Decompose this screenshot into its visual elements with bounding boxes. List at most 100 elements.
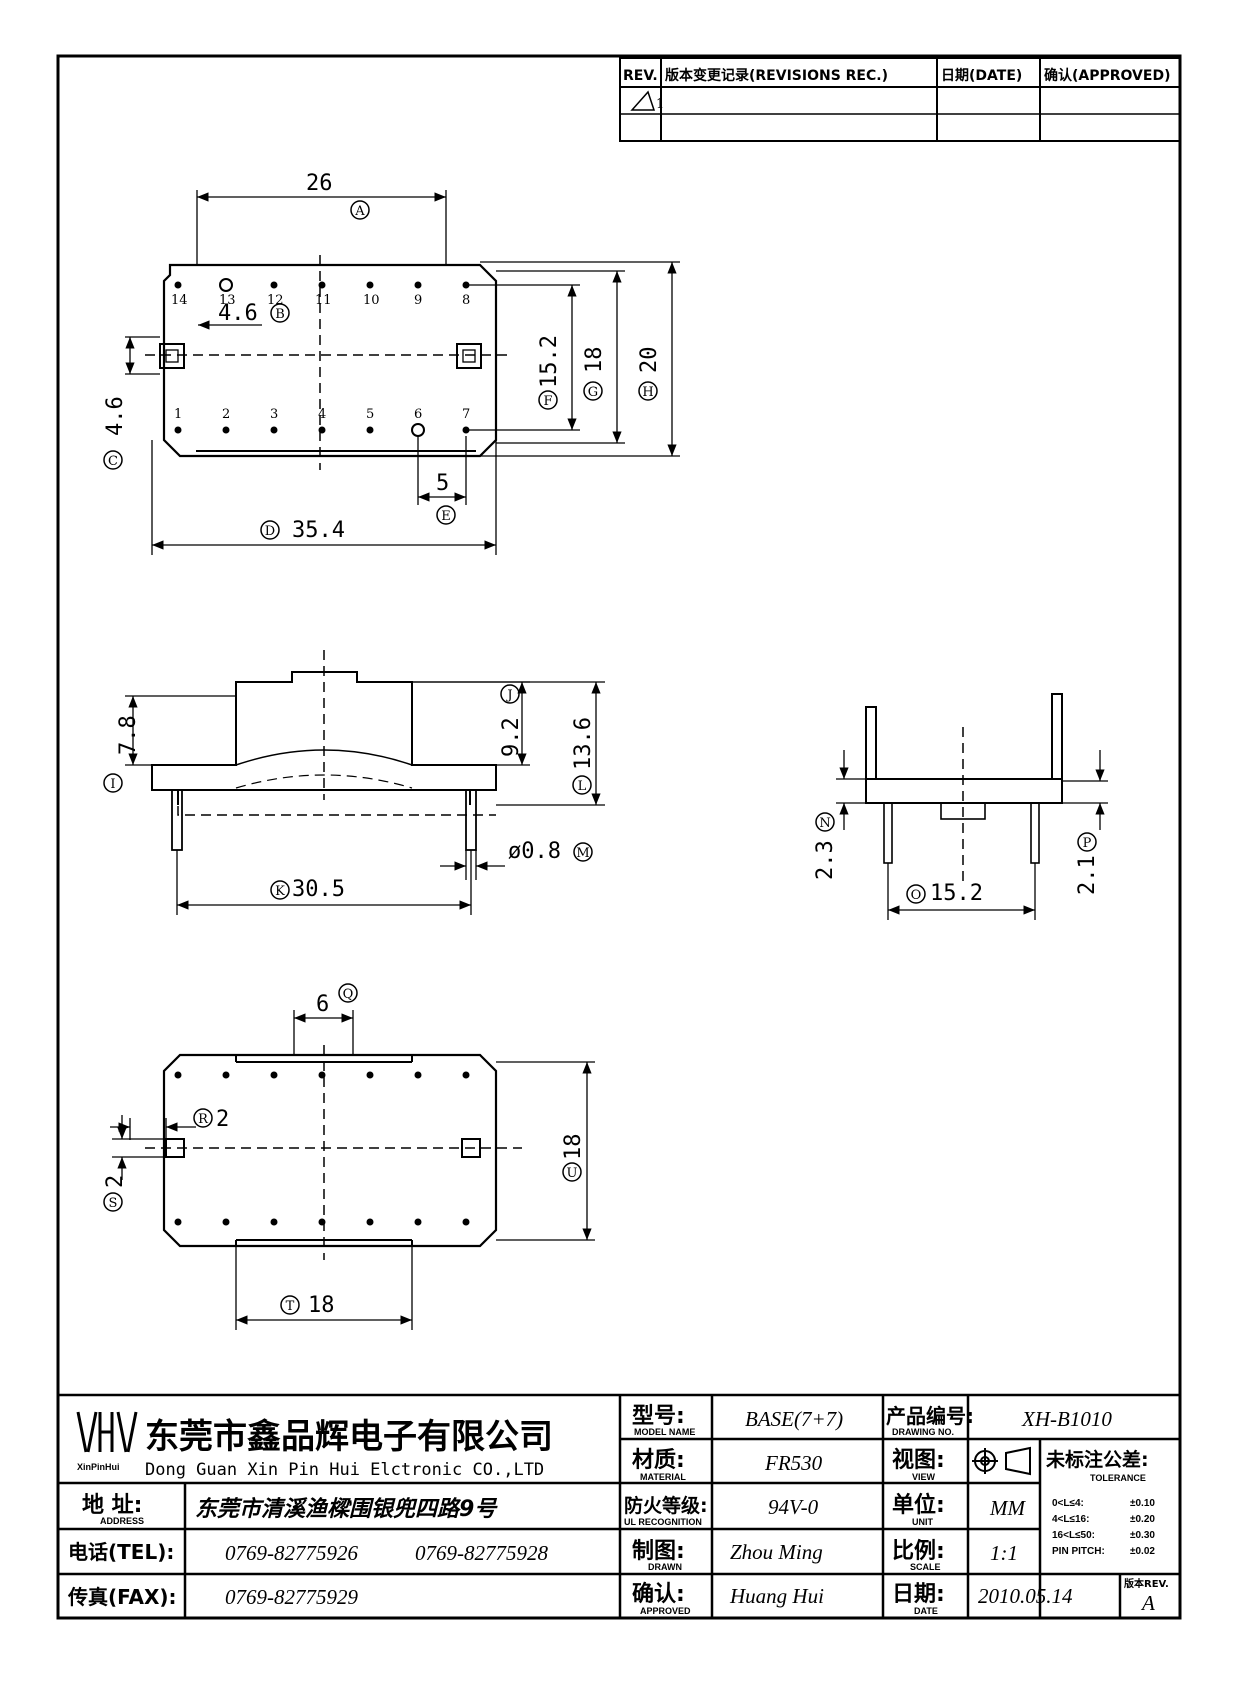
pin-label: 1 (174, 407, 182, 422)
date-header: 日期(DATE) (941, 68, 1022, 84)
dim-j-bubble (500, 684, 520, 704)
dim-n-label: N (819, 816, 830, 831)
dim-s-bubble (103, 1192, 123, 1212)
dim-m-value: ø0.8 (508, 839, 561, 864)
approved-label: 确认: (632, 1581, 685, 1607)
address-label-en: ADDRESS (100, 1516, 144, 1526)
dim-e-label: E (441, 509, 451, 524)
tel-1: 0769-82775926 (225, 1541, 358, 1565)
dim-u-label: U (567, 1166, 578, 1181)
dim-s-label: S (109, 1196, 118, 1211)
date-value: 2010.05.14 (978, 1584, 1073, 1608)
dim-f-value: 15.2 (537, 335, 562, 388)
unit-label: 单位: (892, 1492, 945, 1518)
dim-h-label: H (642, 385, 653, 400)
dim-m-label: M (576, 846, 589, 861)
dim-f-label: F (543, 394, 552, 409)
dim-u-bubble (562, 1162, 582, 1182)
tolerance-range: 0<L≤4: (1052, 1498, 1084, 1509)
dim-q-bubble (338, 983, 358, 1003)
dim-j-label: J (505, 688, 512, 703)
dim-a-label: A (354, 204, 365, 219)
dim-j-value: 9.2 (499, 717, 524, 757)
tolerance-range: 4<L≤16: (1052, 1514, 1089, 1525)
dim-h-value: 20 (637, 347, 662, 374)
scale-label: 比例: (892, 1539, 945, 1564)
end-view-dimensions (836, 750, 1108, 920)
bottom-view-pins (174, 1071, 470, 1226)
dim-l-bubble (572, 775, 592, 795)
side-view (151, 650, 497, 851)
material-value: FR530 (764, 1451, 823, 1475)
bottom-view-dimensions (110, 1010, 595, 1330)
pin-label: 14 (171, 293, 188, 308)
dim-d-label: D (265, 524, 275, 539)
dim-f-bubble (538, 390, 558, 410)
rev-label: 版本REV. (1124, 1577, 1169, 1590)
dim-a-value: 26 (306, 171, 333, 196)
company-logo (76, 1411, 138, 1453)
ul-value: 94V-0 (768, 1495, 819, 1519)
dim-c-label: C (108, 454, 118, 469)
drawn-label-en: DRAWN (648, 1562, 682, 1572)
dim-p-value: 2.1 (1075, 855, 1100, 895)
dim-h-bubble (638, 381, 658, 401)
revision-table: 1 (619, 57, 1181, 142)
dim-q-value: 6 (316, 992, 329, 1017)
dim-c-value: 4.6 (103, 396, 128, 436)
top-pin-labels: 14 13 12 11 10 9 8 1 2 3 4 5 6 7 (171, 293, 470, 422)
drawing-no-value: XH-B1010 (1021, 1407, 1112, 1431)
dim-n-value: 2.3 (813, 840, 838, 880)
dim-a-bubble (350, 200, 370, 220)
tolerance-value: ±0.02 (1130, 1546, 1155, 1557)
date-label: 日期: (892, 1582, 945, 1607)
tolerance-label: 未标注公差: (1045, 1448, 1149, 1471)
tel-label: 电话(TEL): (68, 1540, 174, 1564)
dim-i-value: 7.8 (116, 715, 141, 755)
dim-e-bubble (436, 505, 456, 525)
drawn-label: 制图: (632, 1539, 685, 1564)
date-label-en: DATE (914, 1606, 938, 1616)
dim-i-bubble (103, 773, 123, 793)
dim-r-value: 2 (216, 1107, 229, 1132)
tolerance-range: PIN PITCH: (1052, 1546, 1105, 1557)
side-view-dimensions (125, 681, 605, 915)
tolerance-value: ±0.10 (1130, 1498, 1155, 1509)
tel-2: 0769-82775928 (415, 1541, 548, 1565)
tolerance-value: ±0.20 (1130, 1514, 1155, 1525)
ul-label-en: UL RECOGNITION (624, 1517, 702, 1527)
end-view (865, 693, 1063, 883)
drawing-no-label-en: DRAWING NO. (892, 1427, 954, 1437)
unit-label-en: UNIT (912, 1517, 933, 1527)
model-label: 型号: (632, 1404, 685, 1429)
dim-o-value: 15.2 (930, 881, 983, 906)
scale-label-en: SCALE (910, 1562, 941, 1572)
dim-r-label: R (198, 1112, 209, 1127)
pin-label: 13 (219, 293, 236, 308)
model-value: BASE(7+7) (745, 1407, 843, 1431)
company-name-en: Dong Guan Xin Pin Hui Elctronic CO.,LTD (145, 1460, 544, 1480)
pin-label: 10 (363, 293, 380, 308)
revisions-header: 版本变更记录(REVISIONS REC.) (665, 67, 888, 84)
svg-text:1: 1 (656, 97, 664, 112)
material-label: 材质: (632, 1448, 685, 1473)
dim-b-value: 4.6 (218, 301, 258, 326)
view-label-en: VIEW (912, 1472, 936, 1482)
model-label-en: MODEL NAME (634, 1427, 695, 1437)
dim-g-value: 18 (582, 347, 607, 374)
approved-value: Huang Hui (729, 1584, 824, 1608)
dim-o-label: O (911, 888, 922, 903)
pin-label: 7 (462, 407, 470, 422)
dim-r-bubble (193, 1108, 213, 1128)
tolerance-label-en: TOLERANCE (1090, 1473, 1146, 1483)
dim-b-bubble (270, 303, 290, 323)
pin-label: 3 (270, 407, 278, 422)
address-label: 地 址: (82, 1493, 142, 1518)
drawn-value: Zhou Ming (730, 1540, 823, 1564)
fax-value: 0769-82775929 (225, 1585, 358, 1609)
pin-label: 2 (222, 407, 230, 422)
dim-g-label: G (588, 385, 598, 400)
company-name-cn: 东莞市鑫品辉电子有限公司 (145, 1417, 553, 1457)
dim-k-value: 30.5 (292, 877, 345, 902)
